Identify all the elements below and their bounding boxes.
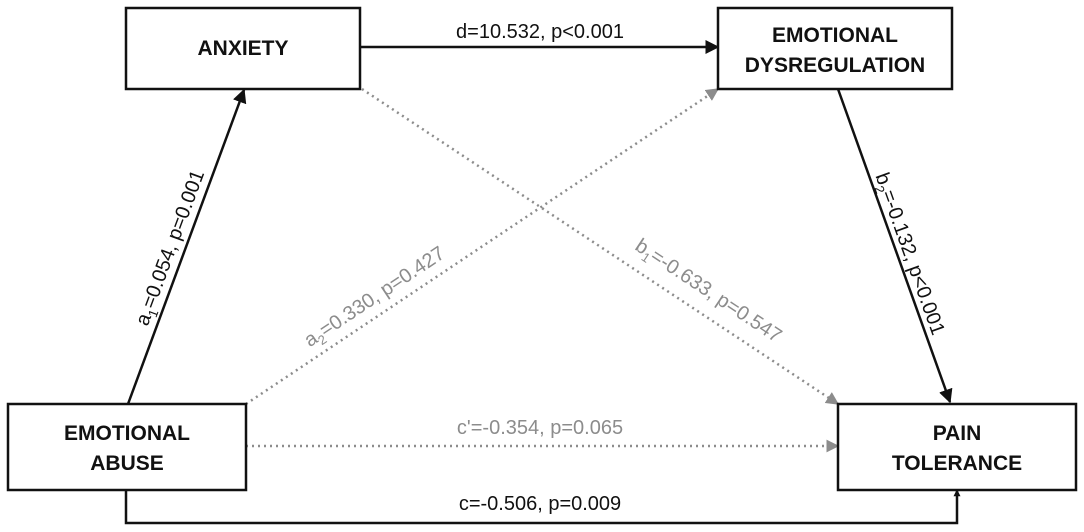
path-a1-rest: =0.054, p=0.001 [138,167,209,311]
path-a1-arrow [126,88,247,405]
path-a2-rest: =0.330, p=0.427 [316,242,449,341]
path-b1-arrow [361,87,840,406]
path-c-label: c=-0.506, p=0.009 [459,493,621,515]
node-anxiety-label: ANXIETY [197,37,288,60]
path-b1-label: b1=-0.633, p=0.547 [629,235,785,350]
node-emotional-abuse: EMOTIONAL ABUSE [6,402,248,492]
path-a1-subscript: 1 [145,307,162,319]
path-a2-label: a2=0.330, p=0.427 [300,242,450,354]
node-emotional-abuse-line1: EMOTIONAL [64,422,190,445]
node-emotional-dysregulation-line2: DYSREGULATION [745,54,925,77]
node-emotional-abuse-line2: ABUSE [90,452,164,475]
path-a1-label: a1=0.054, p=0.001 [132,167,212,330]
path-c-prime-label: c'=-0.354, p=0.065 [457,417,623,439]
path-d-label: d=10.532, p<0.001 [456,21,624,43]
node-pain-tolerance-line2: TOLERANCE [892,452,1022,475]
node-pain-tolerance: PAIN TOLERANCE [836,402,1078,492]
path-a2-arrow [245,87,720,406]
path-b2-label: b2=-0.132, p<0.001 [868,170,949,339]
node-emotional-dysregulation-line1: EMOTIONAL [772,24,898,47]
path-c-arrow [124,489,961,525]
path-b1-rest: =-0.633, p=0.547 [646,245,785,347]
path-b2-rest: =-0.132, p<0.001 [877,187,949,338]
path-b2-arrow [836,88,953,404]
node-anxiety: ANXIETY [124,6,362,91]
node-emotional-dysregulation: EMOTIONAL DYSREGULATION [716,6,954,91]
node-pain-tolerance-line1: PAIN [933,422,982,445]
path-b2-subscript: 2 [871,184,888,196]
